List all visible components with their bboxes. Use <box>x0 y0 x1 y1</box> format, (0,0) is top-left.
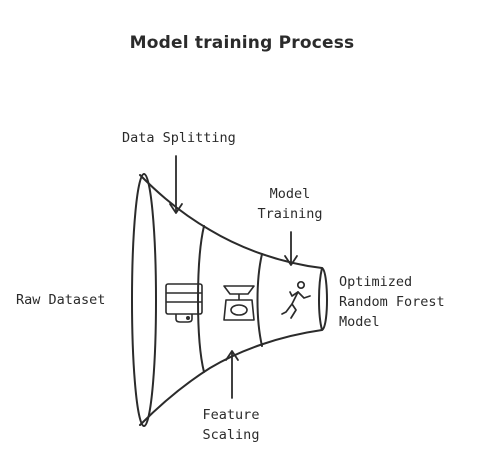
arrow-feature-scaling-head <box>225 350 239 361</box>
stage-divider-2 <box>256 253 263 347</box>
exercise-icon <box>281 280 311 319</box>
arrow-data-splitting-head <box>169 203 183 214</box>
label-model-training-line-2: Training <box>257 206 323 222</box>
scale-icon <box>223 285 255 321</box>
label-model-training-line-1: Model <box>269 186 311 202</box>
stage-divider-1 <box>197 225 205 373</box>
label-raw-dataset: Raw Dataset <box>16 292 106 308</box>
label-feature-scaling-line-2: Scaling <box>202 427 260 443</box>
arrow-model-training-head <box>284 255 298 266</box>
label-model-training: Model Training <box>254 184 326 224</box>
funnel-mouth <box>131 173 157 427</box>
funnel-outline <box>139 174 328 426</box>
label-output-line-1: Optimized <box>339 274 413 290</box>
label-output-line-2: Random Forest <box>339 294 445 310</box>
diagram-title: Model training Process <box>129 33 355 53</box>
stage-divider-3 <box>318 267 323 331</box>
label-data-splitting: Data Splitting <box>122 130 236 146</box>
label-output-model: Optimized Random Forest Model <box>339 272 445 332</box>
label-feature-scaling: Feature Scaling <box>196 405 266 445</box>
label-feature-scaling-line-1: Feature <box>202 407 260 423</box>
database-icon <box>165 283 203 323</box>
label-output-line-3: Model <box>339 314 380 330</box>
